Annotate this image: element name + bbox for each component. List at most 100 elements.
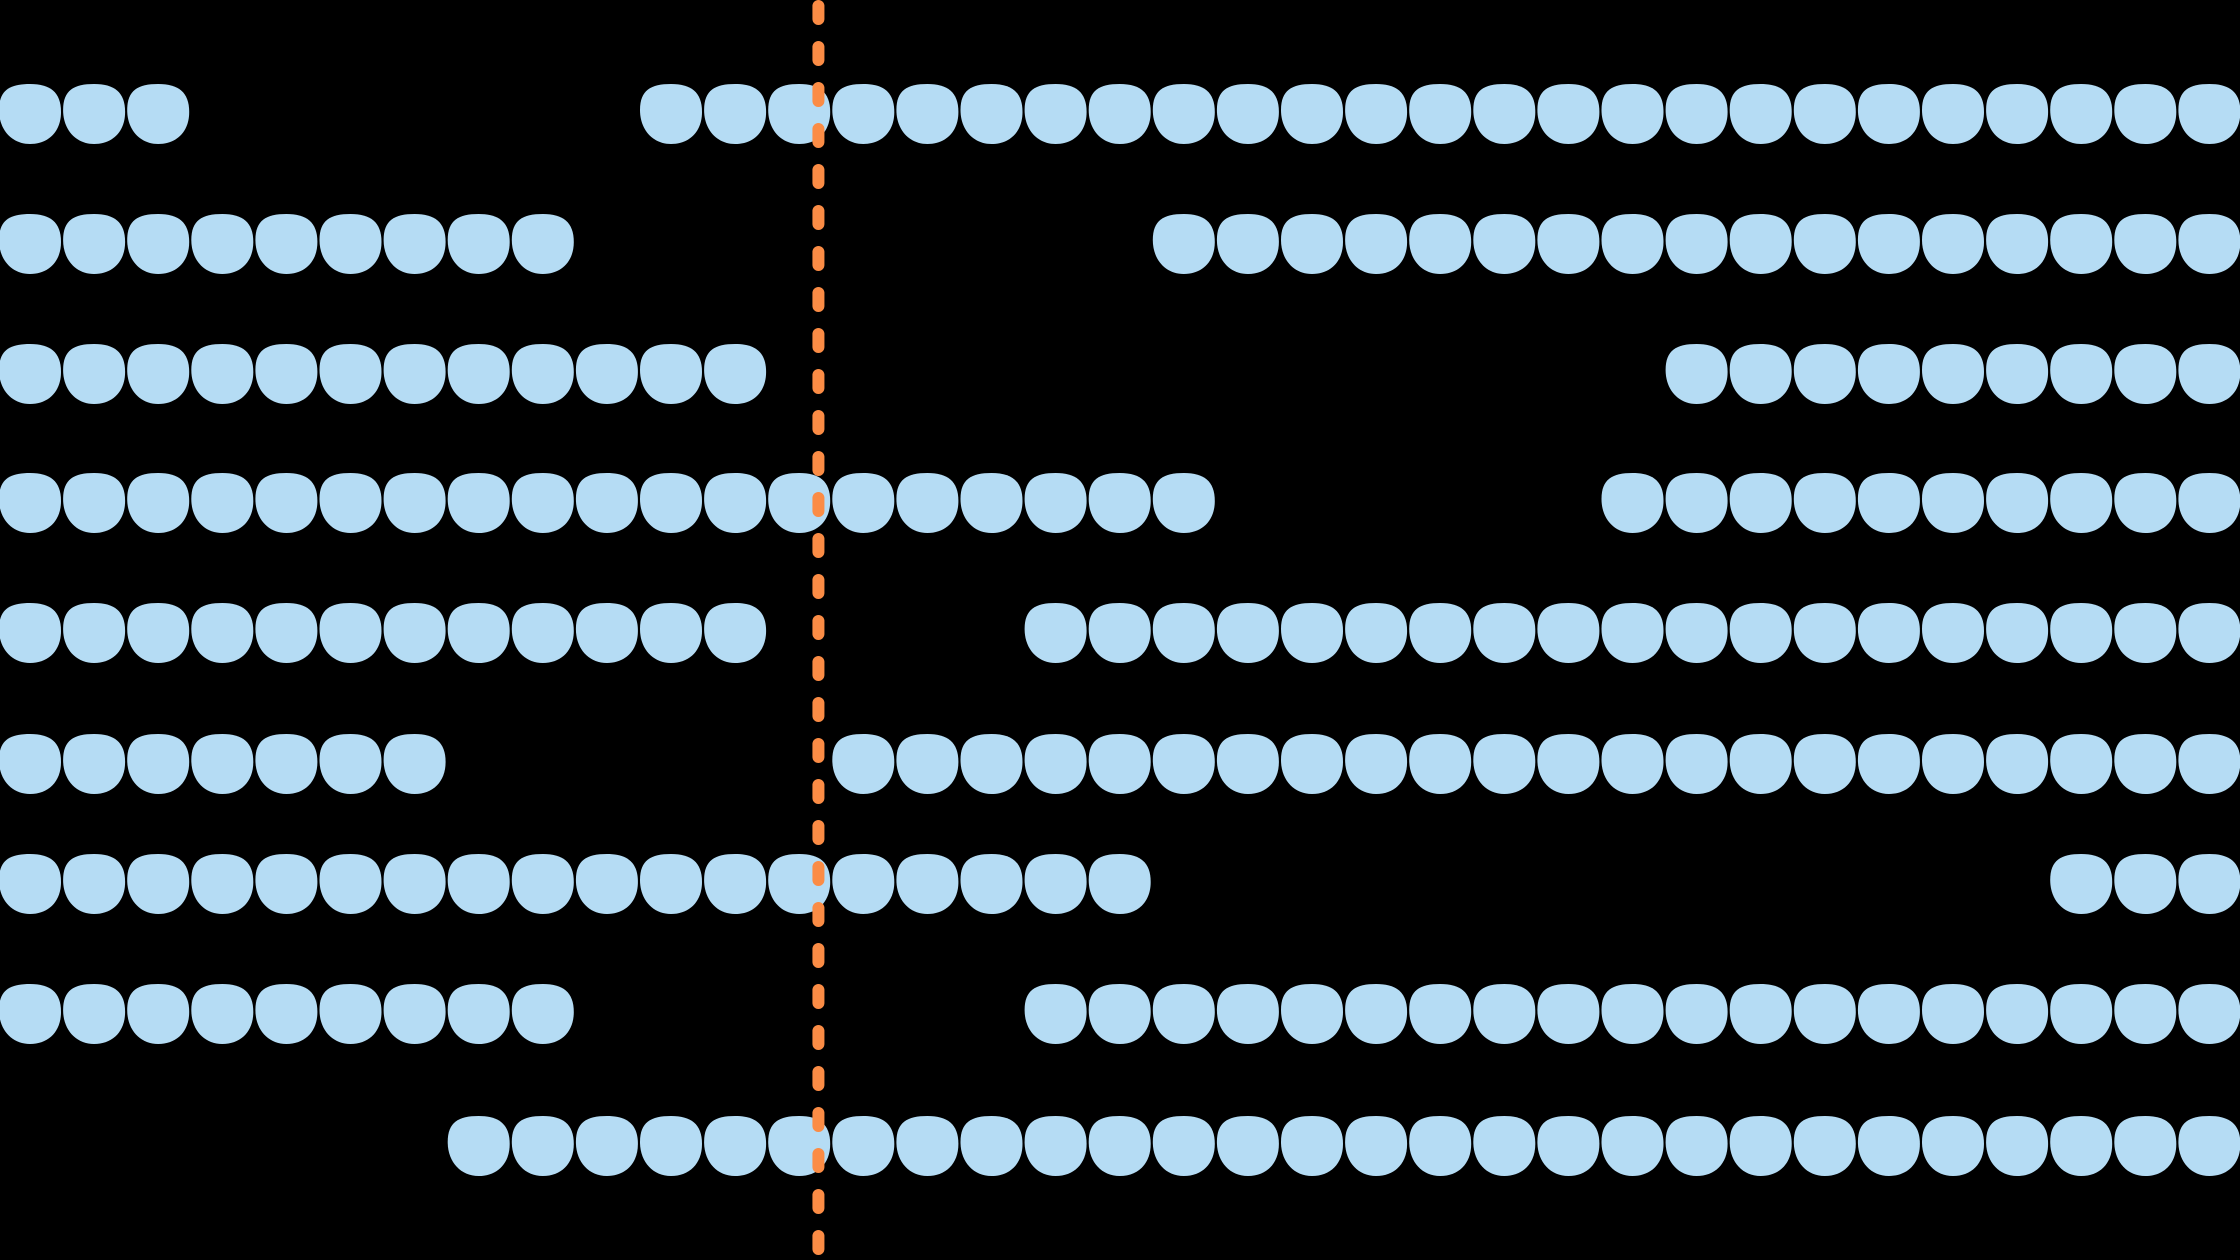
dot — [1537, 1116, 1600, 1176]
dot — [1601, 1116, 1664, 1176]
dot — [1281, 84, 1343, 144]
dot — [1088, 984, 1151, 1044]
dot — [1345, 214, 1408, 274]
dot — [2114, 214, 2177, 274]
dot — [704, 603, 767, 663]
dot — [1345, 734, 1408, 794]
dot — [1857, 214, 1920, 274]
dot — [1793, 603, 1856, 663]
dot — [447, 1116, 510, 1176]
dot — [960, 854, 1023, 914]
dot — [2050, 214, 2113, 274]
dot — [1601, 84, 1664, 144]
dot — [1922, 344, 1984, 404]
dot — [960, 84, 1023, 144]
dot — [960, 473, 1023, 533]
dot — [1345, 1116, 1408, 1176]
dot — [1473, 734, 1536, 794]
dot — [960, 734, 1023, 794]
dot — [1152, 1116, 1215, 1176]
dot — [319, 603, 382, 663]
dot — [2050, 734, 2113, 794]
dot — [1281, 603, 1343, 663]
dot — [2178, 214, 2240, 274]
dot — [1986, 344, 2049, 404]
dot — [2178, 603, 2240, 663]
dot — [1729, 344, 1792, 404]
dot — [1345, 84, 1408, 144]
dot — [191, 214, 254, 274]
dot — [0, 854, 61, 914]
dot — [2114, 603, 2177, 663]
dot — [255, 854, 318, 914]
dot — [255, 344, 318, 404]
dot — [1665, 603, 1728, 663]
dot — [2178, 473, 2240, 533]
dot — [1473, 603, 1536, 663]
dot — [511, 854, 574, 914]
dot — [383, 344, 446, 404]
dot — [1216, 84, 1279, 144]
dot — [0, 84, 61, 144]
dot — [1665, 984, 1728, 1044]
dot — [1793, 734, 1856, 794]
dot — [1922, 214, 1984, 274]
dot — [832, 854, 895, 914]
dot — [1409, 214, 1472, 274]
dot — [1665, 473, 1728, 533]
dot — [1216, 734, 1279, 794]
dot — [832, 84, 895, 144]
dot — [383, 473, 446, 533]
dot — [575, 603, 638, 663]
dot — [640, 1116, 702, 1176]
dot — [1024, 603, 1087, 663]
dot — [1729, 473, 1792, 533]
dot — [1665, 344, 1728, 404]
dot — [383, 603, 446, 663]
dot — [255, 473, 318, 533]
dot-row — [0, 854, 2240, 914]
dot — [704, 84, 767, 144]
dot — [1665, 84, 1728, 144]
dot — [1152, 84, 1215, 144]
dot — [2178, 344, 2240, 404]
dot — [1665, 1116, 1728, 1176]
dot — [1216, 1116, 1279, 1176]
dot — [1152, 473, 1215, 533]
dot — [2114, 1116, 2177, 1176]
dot — [511, 473, 574, 533]
dot — [0, 603, 61, 663]
dot — [191, 344, 254, 404]
dot — [2114, 734, 2177, 794]
dot — [1857, 344, 1920, 404]
dot — [255, 984, 318, 1044]
dot — [1281, 214, 1343, 274]
dot — [191, 854, 254, 914]
dot — [127, 473, 190, 533]
dot — [1986, 984, 2049, 1044]
dot — [704, 344, 767, 404]
dot — [1729, 734, 1792, 794]
dot — [63, 734, 126, 794]
dot — [255, 734, 318, 794]
dot — [1216, 603, 1279, 663]
dot — [2178, 734, 2240, 794]
dot — [2178, 984, 2240, 1044]
dot — [511, 1116, 574, 1176]
dot — [1793, 84, 1856, 144]
dot — [0, 344, 61, 404]
dot — [1729, 214, 1792, 274]
dot — [1986, 1116, 2049, 1176]
dot — [1088, 734, 1151, 794]
dot — [255, 214, 318, 274]
dot — [319, 734, 382, 794]
dot — [191, 734, 254, 794]
dot — [1922, 984, 1984, 1044]
dot — [319, 214, 382, 274]
dot-rows — [0, 84, 2240, 1176]
dot — [575, 854, 638, 914]
dot — [1473, 84, 1536, 144]
dot-row — [0, 984, 2240, 1044]
dot — [960, 1116, 1023, 1176]
dot — [832, 734, 895, 794]
